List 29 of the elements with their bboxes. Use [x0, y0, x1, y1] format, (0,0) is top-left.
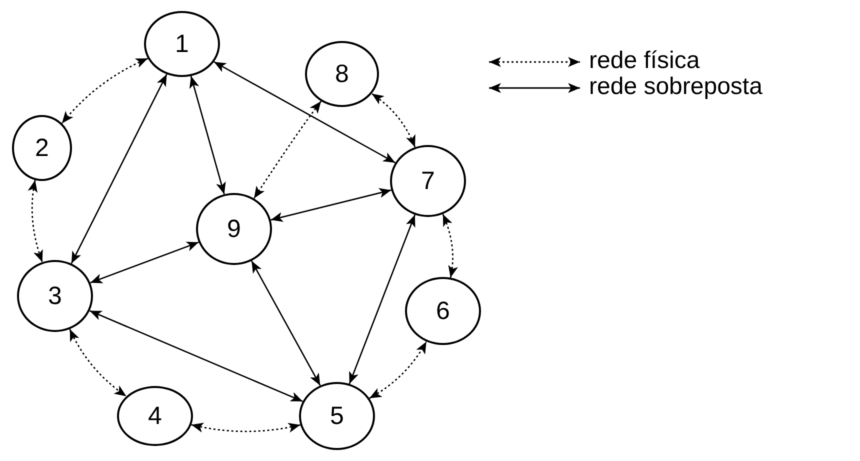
node-label: 2: [35, 136, 49, 160]
arrow: [70, 74, 168, 264]
node-label: 3: [48, 284, 62, 308]
node-label: 8: [335, 62, 349, 86]
node-circle: [299, 382, 375, 450]
node-label: 4: [148, 404, 162, 428]
node-label: 6: [436, 298, 450, 324]
arrow: [28, 180, 44, 262]
arrow: [90, 242, 199, 284]
arrow: [214, 61, 396, 164]
arrow: [369, 341, 427, 399]
arrow: [253, 100, 322, 199]
node-label: 1: [175, 32, 189, 56]
arrow: [250, 260, 321, 386]
arrow: [89, 310, 303, 402]
arrow: [69, 328, 127, 397]
arrow: [348, 214, 416, 384]
legend-text: rede física: [589, 49, 700, 73]
arrow: [270, 188, 392, 222]
arrow: [61, 58, 148, 124]
arrow: [371, 93, 416, 148]
node-label: 7: [421, 168, 435, 194]
node-label: 9: [227, 216, 241, 242]
arrow: [442, 214, 458, 278]
node-circle: [144, 11, 220, 77]
arrow: [189, 76, 226, 194]
node-label: 5: [330, 404, 344, 428]
legend-text: rede sobreposta: [589, 75, 762, 99]
arrow: [191, 422, 300, 432]
